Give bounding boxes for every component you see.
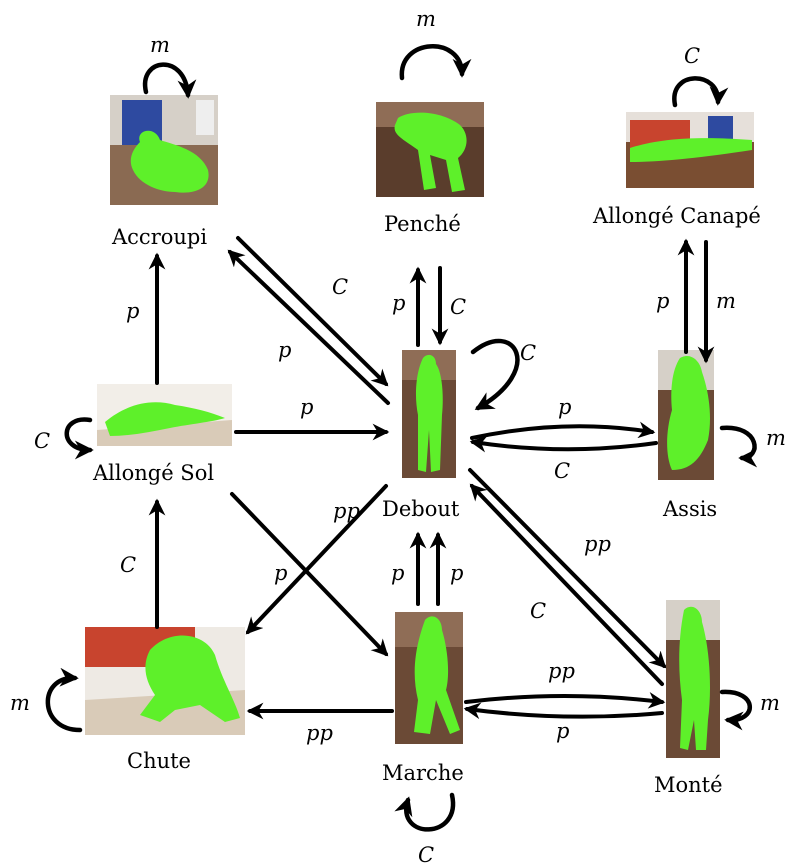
- loop-allonge-canape-arrow: [672, 76, 729, 108]
- edge-accroupi-to-debout: [236, 236, 389, 387]
- state-label-marche: Marche: [382, 761, 464, 785]
- node-marche-image: [395, 612, 463, 744]
- loop-allonge-canape-label: C: [684, 44, 700, 68]
- loop-allonge-sol-label: C: [34, 429, 50, 453]
- edge-debout-to-accroupi-label: p: [278, 338, 291, 362]
- node-monte-image: [666, 600, 720, 758]
- loop-accroupi-label: m: [150, 33, 170, 57]
- edge-debout-to-assis-label: p: [558, 395, 571, 419]
- edge-chute-to-allonge-sol-label: C: [120, 553, 136, 577]
- node-assis-image: [658, 350, 714, 480]
- node-allonge-canape-image: [626, 112, 754, 188]
- edge-penche-to-debout-label: C: [450, 295, 466, 319]
- loop-penche-arrow: [399, 44, 472, 81]
- edge-debout-to-monte-label: pp: [584, 532, 611, 556]
- state-label-monte: Monté: [654, 773, 723, 797]
- loop-accroupi-arrow: [142, 62, 197, 99]
- edge-debout-to-accroupi: [227, 249, 390, 405]
- loop-assis-label: m: [766, 426, 786, 450]
- edge-debout-to-marche-label: p: [391, 561, 404, 585]
- edge-accroupi-to-debout-label: C: [332, 275, 348, 299]
- edge-monte-to-marche: [463, 702, 664, 720]
- edge-debout-to-assis: [470, 421, 656, 440]
- state-label-penche: Penché: [384, 212, 461, 236]
- edge-monte-to-debout-label: C: [530, 599, 546, 623]
- loop-monte-label: m: [760, 691, 780, 715]
- edge-assis-to-debout: [469, 435, 658, 453]
- state-label-allonge-sol: Allongé Sol: [92, 461, 214, 485]
- loop-penche-label: m: [416, 7, 436, 31]
- edge-debout-to-chute-label: pp: [333, 499, 360, 523]
- node-chute-image: [85, 627, 245, 735]
- loop-debout-label: C: [520, 341, 536, 365]
- edge-marche-to-monte: [464, 692, 666, 709]
- state-label-debout: Debout: [382, 497, 460, 521]
- node-debout-image: [402, 350, 456, 478]
- edge-allonge-canape-to-assis-label: m: [716, 289, 736, 313]
- edge-marche-to-debout-label: p: [450, 561, 463, 585]
- edge-debout-to-chute: [245, 484, 388, 635]
- loop-marche-label: C: [418, 843, 434, 867]
- edge-monte-to-debout: [469, 483, 664, 686]
- loop-marche-arrow: [394, 792, 456, 832]
- state-label-accroupi: Accroupi: [111, 225, 207, 249]
- loop-monte-arrow: [719, 689, 752, 731]
- edge-assis-to-allonge-canape-label: p: [656, 289, 669, 313]
- edge-marche-to-monte-label: pp: [548, 659, 575, 683]
- loop-debout-arrow: [470, 338, 520, 411]
- state-label-chute: Chute: [127, 749, 191, 773]
- edge-debout-to-monte: [468, 468, 667, 669]
- edge-allonge-sol-to-marche: [230, 492, 389, 657]
- edge-marche-to-chute-label: pp: [306, 721, 333, 745]
- node-penche-image: [376, 102, 484, 197]
- edge-monte-to-marche-label: p: [556, 719, 569, 743]
- node-allonge-sol-image: [97, 384, 232, 446]
- loop-chute-label: m: [10, 691, 30, 715]
- loop-allonge-sol-arrow: [64, 417, 94, 460]
- state-label-assis: Assis: [662, 497, 717, 521]
- state-label-allonge-canape: Allongé Canapé: [592, 204, 761, 228]
- edge-assis-to-debout-label: C: [554, 459, 570, 483]
- node-accroupi-image: [110, 95, 218, 205]
- edge-allonge-sol-to-debout-label: p: [300, 395, 313, 419]
- loop-assis-arrow: [719, 425, 758, 468]
- edge-debout-to-penche-label: p: [392, 291, 405, 315]
- edge-allonge-sol-to-accroupi-label: p: [126, 299, 139, 323]
- loop-chute-arrow: [45, 667, 83, 733]
- edge-allonge-sol-to-marche-label: p: [274, 561, 287, 585]
